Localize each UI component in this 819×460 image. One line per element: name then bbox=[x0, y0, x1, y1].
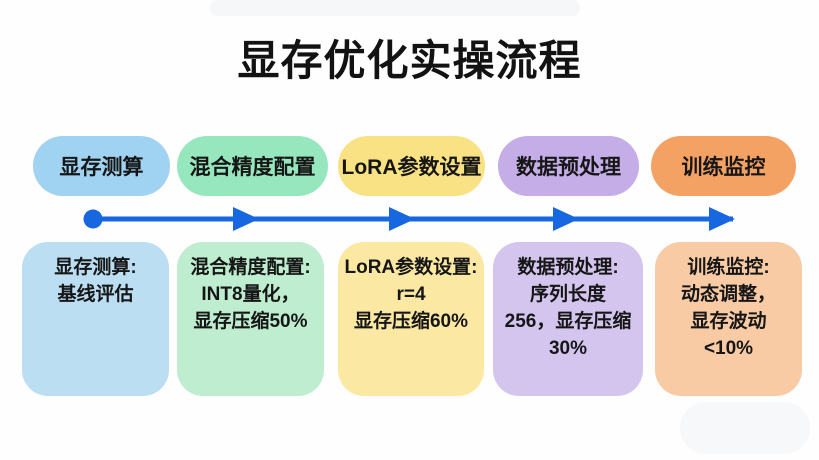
timeline-arrowhead-4 bbox=[709, 207, 735, 231]
stage-pill-data-preprocessing: 数据预处理 bbox=[498, 136, 639, 196]
stage-pill-training-monitor: 训练监控 bbox=[651, 136, 796, 196]
stage-pill-memory-estimation: 显存测算 bbox=[33, 136, 170, 196]
stage-pill-lora-params: LoRA参数设置 bbox=[338, 136, 485, 196]
watermark-blob-top bbox=[210, 0, 580, 16]
stage-box-lora-params: LoRA参数设置: r=4 显存压缩60% bbox=[338, 242, 484, 396]
timeline-arrowhead-1 bbox=[233, 207, 259, 231]
timeline-start-dot bbox=[83, 209, 103, 229]
stage-box-data-preprocessing: 数据预处理: 序列长度 256，显存压缩 30% bbox=[493, 242, 643, 396]
stage-box-training-monitor: 训练监控: 动态调整， 显存波动 <10% bbox=[655, 242, 802, 396]
stage-pill-mixed-precision: 混合精度配置 bbox=[177, 136, 328, 196]
stage-box-mixed-precision: 混合精度配置: INT8量化， 显存压缩50% bbox=[177, 242, 324, 396]
timeline-arrowhead-2 bbox=[389, 207, 415, 231]
timeline-arrowhead-3 bbox=[553, 207, 579, 231]
watermark-blob-bottom bbox=[680, 402, 810, 454]
page-title: 显存优化实操流程 bbox=[237, 37, 582, 84]
timeline-arrow bbox=[83, 207, 735, 231]
stage-box-memory-estimation: 显存测算: 基线评估 bbox=[22, 242, 169, 396]
